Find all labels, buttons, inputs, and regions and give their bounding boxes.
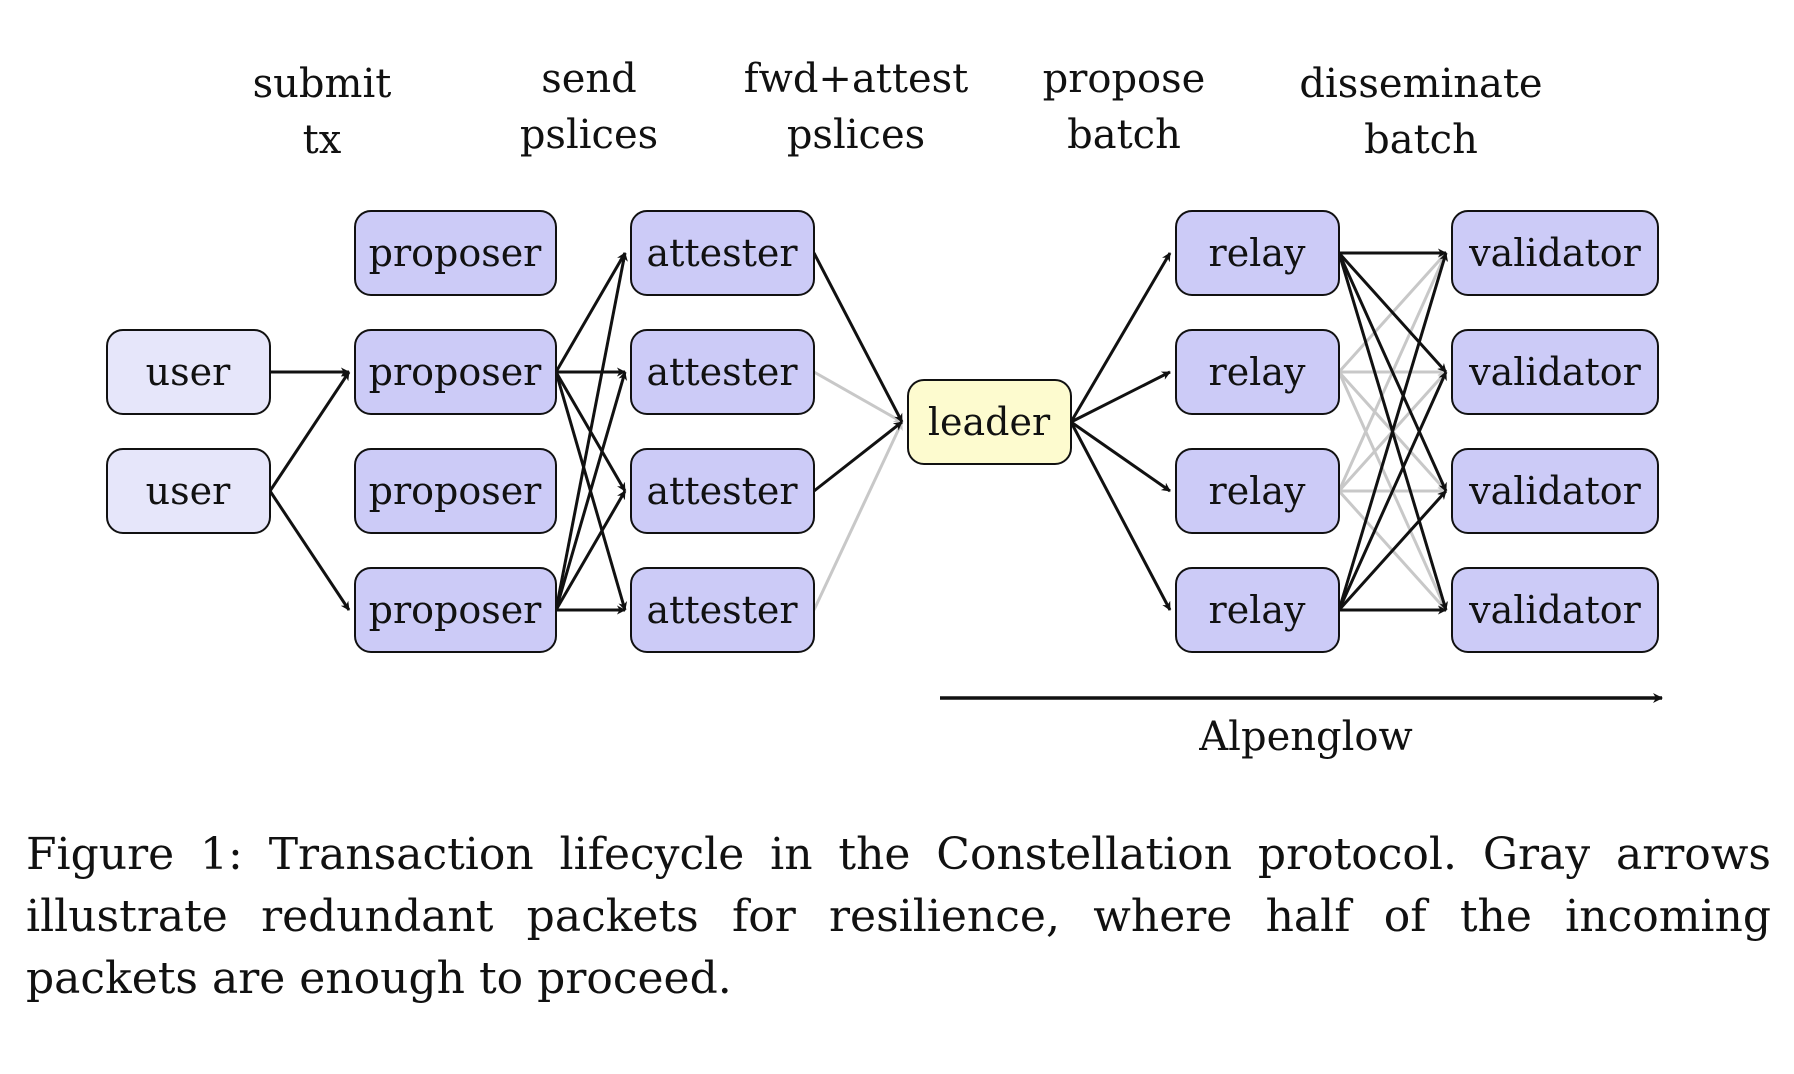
proposer-to-attester-arrow	[554, 252, 627, 373]
proposer-node-1	[354, 210, 557, 296]
constellation-diagram: submit tx send pslices fwd+attest pslice…	[106, 56, 1663, 760]
leader-to-relay-arrow	[1070, 370, 1171, 424]
attester-to-leader-redundant-arrow	[812, 421, 904, 611]
figure-caption: Figure 1: Transaction lifecycle in the C…	[26, 824, 1771, 1010]
proposer-node-2	[354, 329, 557, 415]
attester-node-1-label: attester	[646, 231, 798, 275]
proposer-column: proposer proposer proposer proposer	[354, 210, 557, 653]
validator-node-4-label: validator	[1468, 588, 1642, 632]
relay-node-1	[1175, 210, 1340, 296]
attester-node-3	[630, 448, 815, 534]
stage-header-send-line1: send	[541, 56, 637, 102]
attester-node-2-label: attester	[646, 350, 798, 394]
stage-header-disseminate-line2: batch	[1364, 117, 1478, 163]
proposer-to-attester-arrow	[554, 371, 628, 611]
proposer-node-4	[354, 567, 557, 653]
attester-node-1	[630, 210, 815, 296]
leader-to-relay-arrow	[1069, 252, 1172, 423]
proposer-node-1-label: proposer	[369, 231, 543, 275]
attester-node-4	[630, 567, 815, 653]
validator-node-2	[1451, 329, 1659, 415]
relay-to-validator-arrow	[1337, 489, 1448, 612]
attester-to-leader-redundant-arrow	[813, 370, 903, 424]
attester-node-2	[630, 329, 815, 415]
user-node-1-label: user	[146, 350, 231, 394]
leader-node	[907, 379, 1072, 465]
leader-column: leader	[907, 379, 1072, 465]
relay-to-validator-arrow	[1337, 252, 1448, 611]
relay-node-4	[1175, 567, 1340, 653]
primary-arrows	[268, 248, 1448, 615]
validator-node-4	[1451, 567, 1659, 653]
user-to-proposer-arrow	[268, 490, 351, 611]
validator-node-1	[1451, 210, 1659, 296]
proposer-node-2-label: proposer	[369, 350, 543, 394]
relay-node-3	[1175, 448, 1340, 534]
relay-to-validator-arrow	[1337, 252, 1448, 492]
validator-node-2-label: validator	[1468, 350, 1642, 394]
caption-line-3: are enough to proceed.	[212, 953, 732, 1004]
relay-node-2	[1175, 329, 1340, 415]
relay-column: relay relay relay relay	[1175, 210, 1340, 653]
attester-to-leader-arrow	[813, 420, 903, 493]
relay-to-validator-arrow	[1337, 371, 1448, 611]
attester-to-leader-arrow	[812, 252, 904, 423]
user-node-1	[106, 329, 271, 415]
user-column: user user	[106, 329, 271, 534]
validator-node-3-label: validator	[1468, 469, 1642, 513]
relay-node-4-label: relay	[1209, 588, 1306, 632]
validator-column: validator validator validator validator	[1451, 210, 1659, 653]
validator-node-3	[1451, 448, 1659, 534]
caption-line-2: illustrate redundant packets for resilie…	[26, 891, 1771, 1004]
attester-node-3-label: attester	[646, 469, 798, 513]
attester-column: attester attester attester attester	[630, 210, 815, 653]
stage-header-propose-line1: propose	[1043, 56, 1206, 102]
stage-header-send-line2: pslices	[520, 112, 658, 158]
validator-node-1-label: validator	[1468, 231, 1642, 275]
proposer-node-3	[354, 448, 557, 534]
stage-header-disseminate-line1: disseminate	[1299, 61, 1542, 107]
leader-node-label: leader	[928, 400, 1051, 444]
user-to-proposer-arrow	[268, 371, 351, 492]
user-node-2-label: user	[146, 469, 231, 513]
proposer-node-4-label: proposer	[369, 588, 543, 632]
stage-header-submit-line1: submit	[253, 61, 392, 107]
proposer-node-3-label: proposer	[369, 469, 543, 513]
stage-header-submit-line2: tx	[303, 117, 342, 163]
stage-header-propose-line2: batch	[1067, 112, 1181, 158]
leader-to-relay-arrow	[1069, 421, 1172, 611]
attester-node-4-label: attester	[646, 588, 798, 632]
proposer-to-attester-arrow	[554, 252, 628, 611]
stage-headers: submit tx send pslices fwd+attest pslice…	[253, 56, 1543, 163]
relay-node-1-label: relay	[1209, 231, 1306, 275]
proposer-to-attester-arrow	[554, 490, 627, 611]
relay-node-3-label: relay	[1209, 469, 1306, 513]
alpenglow-label: Alpenglow	[1198, 714, 1412, 760]
user-node-2	[106, 448, 271, 534]
stage-header-fwd-line1: fwd+attest	[744, 56, 968, 102]
relay-to-validator-arrow	[1337, 251, 1448, 374]
leader-to-relay-arrow	[1070, 420, 1171, 493]
relay-node-2-label: relay	[1209, 350, 1306, 394]
stage-header-fwd-line2: pslices	[787, 112, 925, 158]
caption-line-1: Figure 1: Transaction lifecycle in the C…	[26, 829, 1771, 880]
